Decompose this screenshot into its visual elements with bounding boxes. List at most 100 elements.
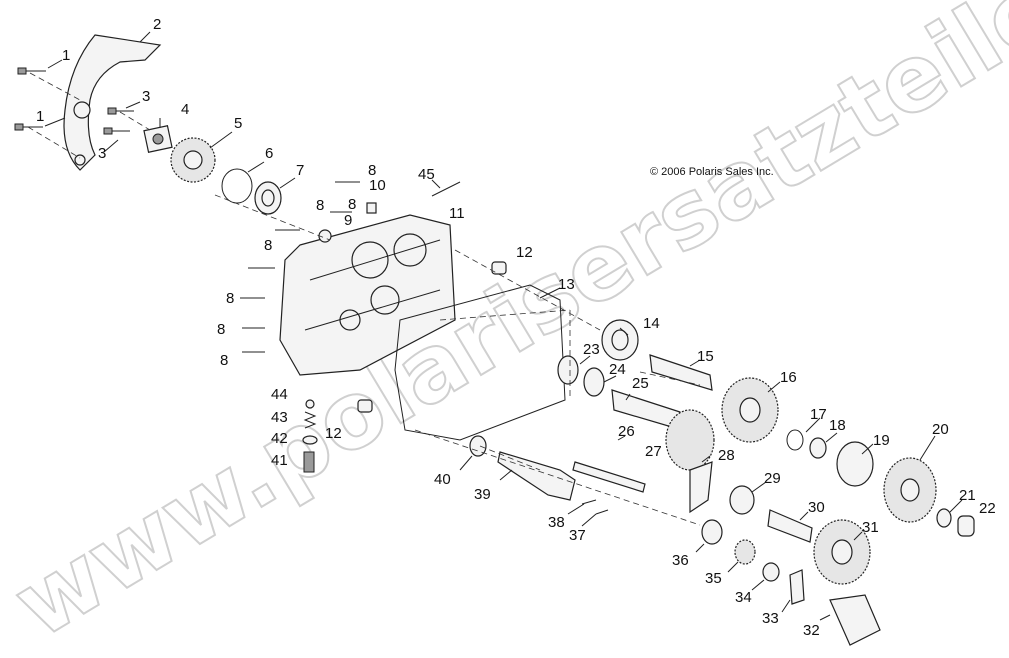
dowel-part-12b xyxy=(357,399,373,413)
callout-8c: 8 xyxy=(316,197,324,214)
callout-4: 4 xyxy=(181,101,189,118)
callout-8g: 8 xyxy=(220,352,228,369)
pin-part-45 xyxy=(431,181,461,197)
callout-18: 18 xyxy=(829,417,846,434)
bolt-part-1b xyxy=(14,123,43,131)
callout-10: 10 xyxy=(369,177,386,194)
retainer-plate-part-4 xyxy=(143,125,173,153)
gasket-part-13 xyxy=(394,284,566,441)
callout-21: 21 xyxy=(959,487,976,504)
callout-34: 34 xyxy=(735,589,752,606)
callout-40: 40 xyxy=(434,471,451,488)
callout-44: 44 xyxy=(271,386,288,403)
callout-42: 42 xyxy=(271,430,288,447)
pin-part-37 xyxy=(595,509,609,515)
callout-16: 16 xyxy=(780,369,797,386)
shift-rod-part-26 xyxy=(572,461,646,493)
output-flange-part-32 xyxy=(829,594,881,646)
callout-8d: 8 xyxy=(264,237,272,254)
callout-41: 41 xyxy=(271,452,288,469)
callout-1b: 1 xyxy=(36,108,44,125)
leader-lines xyxy=(44,31,963,621)
pin-part-38 xyxy=(581,499,597,505)
snap-ring-part-6 xyxy=(221,168,253,204)
callout-37: 37 xyxy=(569,527,586,544)
callout-43: 43 xyxy=(271,409,288,426)
callout-8a: 8 xyxy=(368,162,376,179)
callout-30: 30 xyxy=(808,499,825,516)
callout-8b: 8 xyxy=(348,196,356,213)
callout-26: 26 xyxy=(618,423,635,440)
bearing-part-29 xyxy=(729,485,755,515)
callout-45: 45 xyxy=(418,166,435,183)
shift-fork-part-28 xyxy=(689,461,713,514)
gear-part-20 xyxy=(883,457,937,523)
callout-29: 29 xyxy=(764,470,781,487)
shift-shaft-part-39 xyxy=(497,451,576,501)
callout-22: 22 xyxy=(979,500,996,517)
copyright-text: © 2006 Polaris Sales Inc. xyxy=(650,166,774,178)
hub-part-19 xyxy=(836,441,874,487)
chain-guard xyxy=(63,34,162,171)
bearing-part-23 xyxy=(557,355,579,385)
callout-3a: 3 xyxy=(142,88,150,105)
gear-part-31 xyxy=(813,519,871,585)
washer-part-18 xyxy=(809,437,827,459)
seal-part-40 xyxy=(469,435,487,457)
callout-39: 39 xyxy=(474,486,491,503)
washer-part-34 xyxy=(762,562,780,582)
washer-part-42 xyxy=(302,435,318,445)
case-half-part-11 xyxy=(279,214,456,376)
bolts-part-8 xyxy=(240,181,360,353)
callout-33: 33 xyxy=(762,610,779,627)
bushing-part-22 xyxy=(957,515,975,537)
seal-part-7 xyxy=(254,181,282,215)
callout-32: 32 xyxy=(803,622,820,639)
callout-11: 11 xyxy=(449,205,465,222)
callout-13: 13 xyxy=(558,276,575,293)
detent-ball-part-44 xyxy=(305,399,315,409)
callout-19: 19 xyxy=(873,432,890,449)
spring-part-43 xyxy=(303,411,317,429)
bearing-part-14 xyxy=(601,319,639,361)
alignment-lines xyxy=(27,72,701,526)
callout-28: 28 xyxy=(718,447,735,464)
callout-25: 25 xyxy=(632,375,649,392)
callout-12a: 12 xyxy=(516,244,533,261)
callout-8f: 8 xyxy=(217,321,225,338)
dowel-part-12a xyxy=(491,261,507,275)
clip-part-33 xyxy=(789,569,805,605)
shaft-part-30 xyxy=(767,509,813,543)
callout-12b: 12 xyxy=(325,425,342,442)
callout-36: 36 xyxy=(672,552,689,569)
callout-27: 27 xyxy=(645,443,662,460)
callout-7: 7 xyxy=(296,162,304,179)
callout-3b: 3 xyxy=(98,145,106,162)
callout-20: 20 xyxy=(932,421,949,438)
callout-15: 15 xyxy=(697,348,714,365)
gear-part-35 xyxy=(734,539,756,565)
callout-2: 2 xyxy=(153,16,161,33)
callout-35: 35 xyxy=(705,570,722,587)
callout-24: 24 xyxy=(609,361,626,378)
callout-9: 9 xyxy=(344,212,352,229)
callout-17: 17 xyxy=(810,406,827,423)
snap-ring-part-17 xyxy=(786,429,804,451)
callout-14: 14 xyxy=(643,315,660,332)
washer-part-24 xyxy=(583,367,605,397)
bolt-part-41 xyxy=(303,451,315,473)
seal-part-36 xyxy=(701,519,723,545)
callout-31: 31 xyxy=(862,519,879,536)
callout-8e: 8 xyxy=(226,290,234,307)
callout-1a: 1 xyxy=(62,47,70,64)
bolt-part-3a xyxy=(107,107,134,115)
plug-part-10 xyxy=(366,202,377,214)
gear-part-27 xyxy=(665,409,715,471)
callout-5: 5 xyxy=(234,115,242,132)
callout-38: 38 xyxy=(548,514,565,531)
callout-6: 6 xyxy=(265,145,273,162)
gear-part-16 xyxy=(721,377,779,443)
bolt-part-1a xyxy=(17,67,46,75)
shaft-part-15 xyxy=(649,354,713,391)
